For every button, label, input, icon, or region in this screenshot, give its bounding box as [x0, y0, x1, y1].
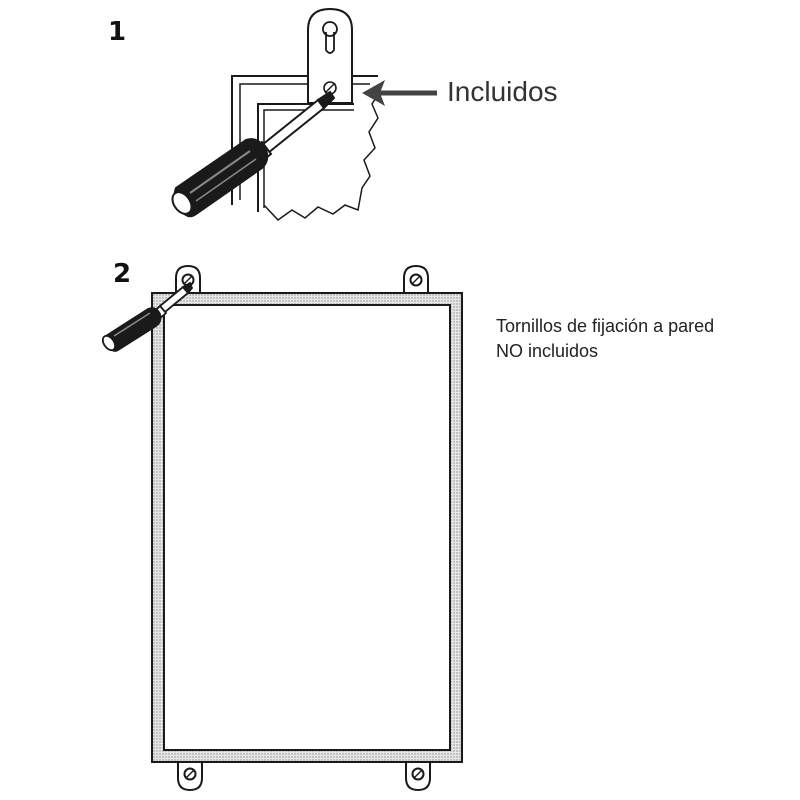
screwdriver-icon [101, 281, 194, 352]
screwdriver-icon [171, 90, 336, 218]
step-number-2: 2 [113, 259, 132, 289]
included-callout-label: Incluidos [447, 76, 558, 107]
mounting-bracket-top-right [403, 264, 429, 299]
picture-frame [151, 292, 463, 763]
mounting-bracket-bottom-right [405, 757, 431, 792]
wall-screws-note: Tornillos de fijación a pared NO incluid… [496, 314, 714, 364]
callout-arrow [362, 80, 437, 106]
step-number-1: 1 [108, 17, 127, 47]
wall-screws-note-line1: Tornillos de fijación a pared [496, 316, 715, 336]
hanging-bracket-icon [307, 7, 353, 104]
wall-screws-note-line2: NO incluidos [496, 341, 599, 361]
mounting-bracket-bottom-left [177, 757, 203, 792]
